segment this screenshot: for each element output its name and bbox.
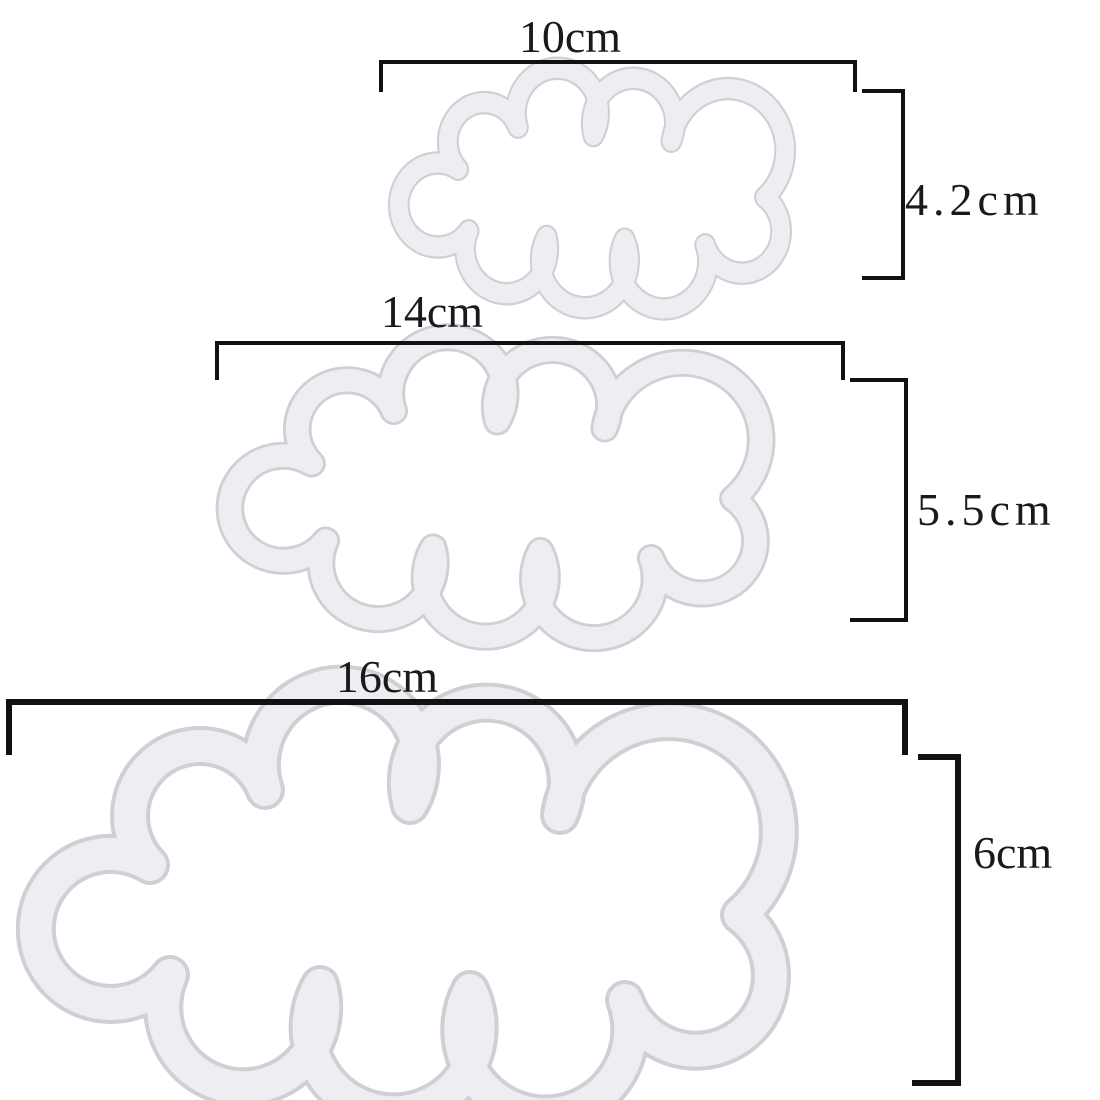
large-cutter (36, 685, 779, 1100)
small-cutter (399, 68, 785, 309)
large-width-bracket (6, 699, 908, 755)
small-width-label: 10cm (519, 11, 621, 62)
medium-height-bracket (850, 378, 908, 622)
medium-cutter (230, 337, 761, 638)
large-height-bracket (912, 754, 961, 1086)
large-width-label: 16cm (336, 651, 438, 702)
medium-width-bracket (215, 341, 845, 380)
small-height-bracket (862, 89, 905, 280)
large-height-label: 6cm (973, 827, 1052, 878)
small-width-bracket (379, 60, 857, 92)
medium-height-label: 5.5cm (917, 484, 1056, 535)
medium-width-label: 14cm (381, 286, 483, 337)
small-height-label: 4.2cm (905, 174, 1044, 225)
